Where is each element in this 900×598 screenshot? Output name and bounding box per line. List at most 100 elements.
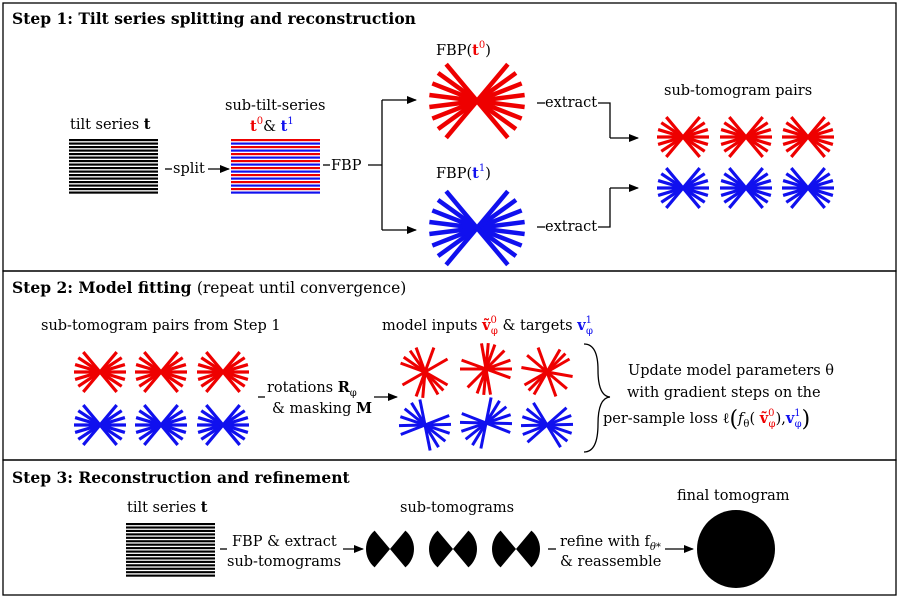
fbp-t1-fan [475,226,510,267]
step2-blue-fan [143,404,163,427]
step3-tilt-stripe [126,564,215,567]
pair-blue-fan [744,186,764,209]
tilt-stripe [69,170,158,173]
sub-tilt-stripe [231,177,320,180]
tilt-stripe [69,156,158,159]
sub-tilt-stripe [231,167,320,170]
rotated-red [545,371,558,397]
rotated-red [475,368,488,394]
sub-tilt-stripe [231,163,320,166]
extract-label-bottom: extract [545,219,597,235]
sub-tilt-stripe [231,146,320,149]
rotated-red [461,358,487,371]
step3-tilt-stripe [126,547,215,550]
sub-tilt-stripe [231,156,320,159]
update-line1: Update model parameters θ [628,363,834,379]
step3-tilt-stripe [126,529,215,533]
pairs-from-step1-label: sub-tomogram pairs from Step 1 [41,318,281,334]
rotations-label: rotations Rφ [267,379,357,399]
step3-tilt-stripe [126,574,215,577]
rotated-blue [423,424,432,451]
step3-tilt-stripe [126,571,215,574]
sub-tomograms-arrow-label: sub-tomograms [227,554,341,570]
sub-tomograms-label: sub-tomograms [400,500,514,516]
step2-red-fan [221,370,241,393]
final-tomogram [697,510,775,588]
step2-title: Step 2: Model fitting (repeat until conv… [12,278,406,297]
tilt-stripe [69,149,158,152]
rotated-red [546,370,568,390]
rotated-red [466,367,488,389]
sub-tilt-stripe [231,191,320,194]
step2-red-fan [143,351,163,374]
rotated-red [526,354,548,374]
rotated-red [423,371,440,396]
rotated-red [423,347,436,373]
rotated-red [521,366,548,374]
sub-tilt-series-label: sub-tilt-series [225,98,325,114]
rotated-blue [485,421,511,434]
tilt-stripe [69,142,158,145]
sub-tilt-symbols: t0& t1 [250,116,294,135]
rotated-red [484,344,497,370]
sub-tilt-series-stripes [231,139,320,195]
step2-red-fan [98,370,118,393]
pair-blue-fan [806,186,826,209]
step3-title: Step 3: Reconstruction and refinement [12,468,350,487]
update-line2: with gradient steps on the [627,385,821,401]
masking-label: & masking M [272,400,372,417]
rotated-red [523,370,548,387]
pair-blue-fan [665,167,685,190]
pair-red-fan [665,116,685,139]
bowtie [366,530,414,568]
step3-tilt-stripe [126,560,215,563]
split-label: split [173,161,205,177]
rotated-blue [532,402,549,426]
sub-tilt-stripe [231,153,320,156]
bowtie [429,530,477,568]
step2-red-fan [205,351,225,374]
tilt-stripe [69,167,158,170]
step2-blue-fan [98,423,118,446]
sub-tilt-stripe [231,139,320,142]
sub-tomogram-bowties [366,530,540,568]
step2-sub-tomogram-pairs [74,351,249,446]
tilt-stripe [69,160,158,163]
sub-tilt-stripe [231,181,320,184]
sub-tomogram-pairs-label: sub-tomogram pairs [664,83,812,99]
rotated-masked-sub-tomograms [398,342,574,451]
step3-tilt-stripe [126,553,215,557]
tilt-stripe [69,177,158,180]
rotated-red [546,370,573,378]
step3-panel [2,459,897,596]
sub-tilt-stripe [231,142,320,145]
rotated-red [484,349,506,371]
fbp-t0-fan [475,99,510,140]
step3-tilt-series-label: tilt series t [127,499,208,516]
tilt-stripe [69,153,158,156]
step3-tilt-stripe [126,526,215,529]
fbp-reconstructions [429,62,525,267]
pair-blue-fan [790,167,810,190]
tilt-series-stripes [69,139,158,195]
step2-blue-fan [159,423,179,446]
extract-label-top: extract [545,95,597,111]
step3-tilt-stripe [126,533,215,536]
tilt-series-label: tilt series t [70,116,151,133]
fbp-t0-label: FBP(t0) [436,40,491,59]
step3-tilt-stripe [126,523,215,526]
step3-tilt-stripe [126,550,215,553]
pair-red-fan [728,116,748,139]
rotated-blue [418,399,427,426]
rotated-blue [461,412,487,425]
rotated-red [536,347,549,373]
sub-tilt-stripe [231,174,320,177]
step2-blue-fan [221,423,241,446]
pair-blue-fan [681,186,701,209]
step3-tilt-stripe [126,543,215,546]
tilt-stripe [69,163,158,166]
tilt-stripe [69,191,158,194]
